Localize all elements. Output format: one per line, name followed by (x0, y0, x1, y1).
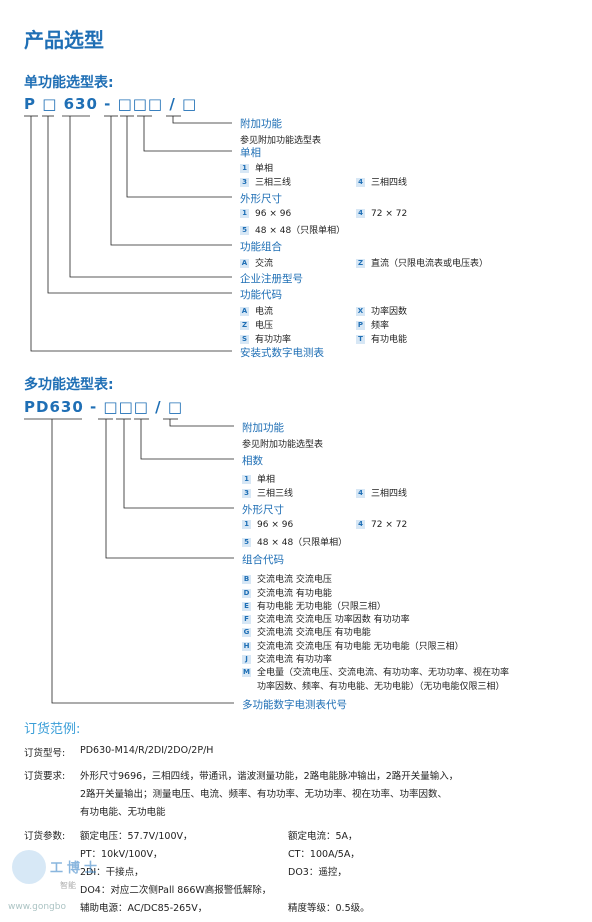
multi-heading: 多功能选型表: (24, 377, 114, 393)
order-param: DO3：遥控， (288, 867, 347, 878)
order-model-value: PD630-M14/R/2DI/2DO/2P/H (80, 745, 214, 756)
multi-sect-combo: 组合代码 (242, 554, 284, 566)
watermark-logo-icon (12, 850, 46, 884)
watermark-url: www.gongbo (8, 902, 66, 912)
order-title: 订货范例: (24, 722, 81, 737)
multi-code: PD630 - □□□ / □ (24, 398, 184, 416)
list-item-continuation: 功率因数、频率、有功电能、无功电能）（无功电能仅限三相） (257, 682, 505, 692)
order-param: 2DI：干接点， (80, 867, 144, 878)
multi-sect-addon: 附加功能 (242, 422, 284, 434)
multi-sect-code: 多功能数字电测表代号 (242, 699, 347, 711)
single-sect-meter: 安装式数字电测表 (240, 347, 324, 359)
order-req-line: 2路开关量输出；测量电压、电流、频率、有功功率、无功功率、视在功率、功率因数、 (80, 789, 448, 800)
multi-sect-addon-note: 参见附加功能选型表 (242, 440, 324, 450)
page-title: 产品选型 (24, 28, 104, 52)
order-param: DO4：对应二次侧Pall 866W高报警低解除， (80, 885, 272, 896)
single-code: P □ 630 - □□□ / □ (24, 95, 198, 113)
single-sect-reg: 企业注册型号 (240, 273, 303, 285)
multi-sect-phase: 相数 (242, 455, 263, 467)
order-param: 额定电压：57.7V/100V， (80, 831, 193, 842)
single-sect-func: 功能代码 (240, 289, 282, 301)
single-sect-phase: 单相 (240, 147, 261, 159)
order-param: 精度等级：0.5级。 (288, 903, 370, 914)
order-param: CT：100A/5A， (288, 849, 360, 860)
order-req-line: 有功电能、无功电能 (80, 807, 166, 818)
single-heading: 单功能选型表: (24, 75, 114, 91)
order-param: 额定电流：5A， (288, 831, 358, 842)
order-req-line: 外形尺寸9696，三相四线，带通讯，谐波测量功能，2路电能脉冲输出，2路开关量输… (80, 771, 459, 782)
single-sect-addon-note: 参见附加功能选型表 (240, 136, 322, 146)
watermark-sub: 智能 (60, 881, 76, 890)
multi-sect-size: 外形尺寸 (242, 504, 284, 516)
order-model-label: 订货型号: (24, 748, 66, 759)
order-req-label: 订货要求: (24, 771, 66, 782)
order-param-label: 订货参数: (24, 831, 66, 842)
single-sect-addon: 附加功能 (240, 118, 282, 130)
single-sect-combo: 功能组合 (240, 241, 282, 253)
watermark-brand: 工博士 (50, 861, 102, 876)
order-param: PT：10kV/100V， (80, 849, 163, 860)
order-param: 辅助电源：AC/DC85-265V， (80, 903, 208, 914)
single-sect-size: 外形尺寸 (240, 193, 282, 205)
